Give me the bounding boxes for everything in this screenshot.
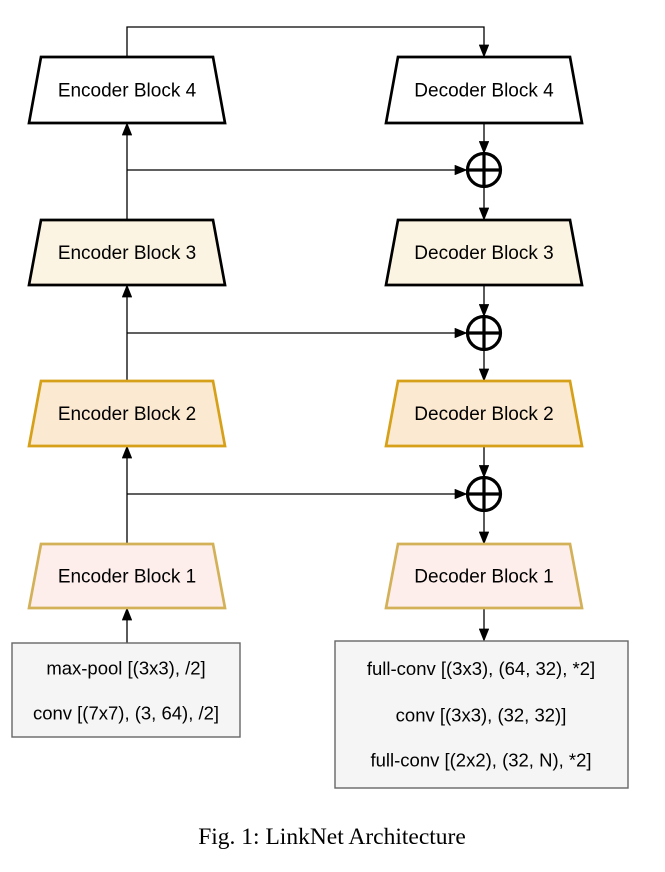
output-ops-line-3: full-conv [(2x2), (32, N), *2]	[370, 750, 591, 771]
encoder-input-ops-box: max-pool [(3x3), /2] conv [(7x7), (3, 64…	[11, 642, 241, 738]
encoder-block-4: Encoder Block 4	[27, 55, 227, 125]
encoder-block-2: Encoder Block 2	[27, 379, 227, 448]
encoder-block-4-label: Encoder Block 4	[58, 81, 197, 102]
encoder-block-2-label: Encoder Block 2	[58, 404, 196, 425]
decoder-block-1: Decoder Block 1	[384, 542, 584, 610]
decoder-block-3: Decoder Block 3	[384, 218, 584, 287]
output-ops-line-1: full-conv [(3x3), (64, 32), *2]	[367, 658, 595, 679]
input-ops-line-2: conv [(7x7), (3, 64), /2]	[33, 703, 219, 724]
decoder-block-4: Decoder Block 4	[384, 55, 584, 125]
top-connector-arrow	[126, 26, 490, 58]
encoder-block-3: Encoder Block 3	[27, 218, 227, 287]
figure-caption: Fig. 1: LinkNet Architecture	[198, 824, 466, 850]
add-icon	[465, 151, 503, 189]
encoder-block-1: Encoder Block 1	[27, 542, 227, 610]
decoder-output-ops-box: full-conv [(3x3), (64, 32), *2] conv [(3…	[334, 640, 629, 789]
add-icon	[465, 475, 503, 513]
encoder-block-1-label: Encoder Block 1	[58, 567, 196, 588]
output-ops-line-2: conv [(3x3), (32, 32)]	[396, 705, 567, 726]
decoder-block-1-label: Decoder Block 1	[414, 567, 553, 588]
add-icon	[465, 314, 503, 352]
input-ops-line-1: max-pool [(3x3), /2]	[46, 658, 205, 679]
decoder-block-3-label: Decoder Block 3	[414, 243, 553, 264]
decoder-block-2: Decoder Block 2	[384, 379, 584, 448]
decoder-block-4-label: Decoder Block 4	[414, 81, 554, 102]
encoder-block-3-label: Encoder Block 3	[58, 243, 196, 264]
decoder-block-2-label: Decoder Block 2	[414, 404, 553, 425]
